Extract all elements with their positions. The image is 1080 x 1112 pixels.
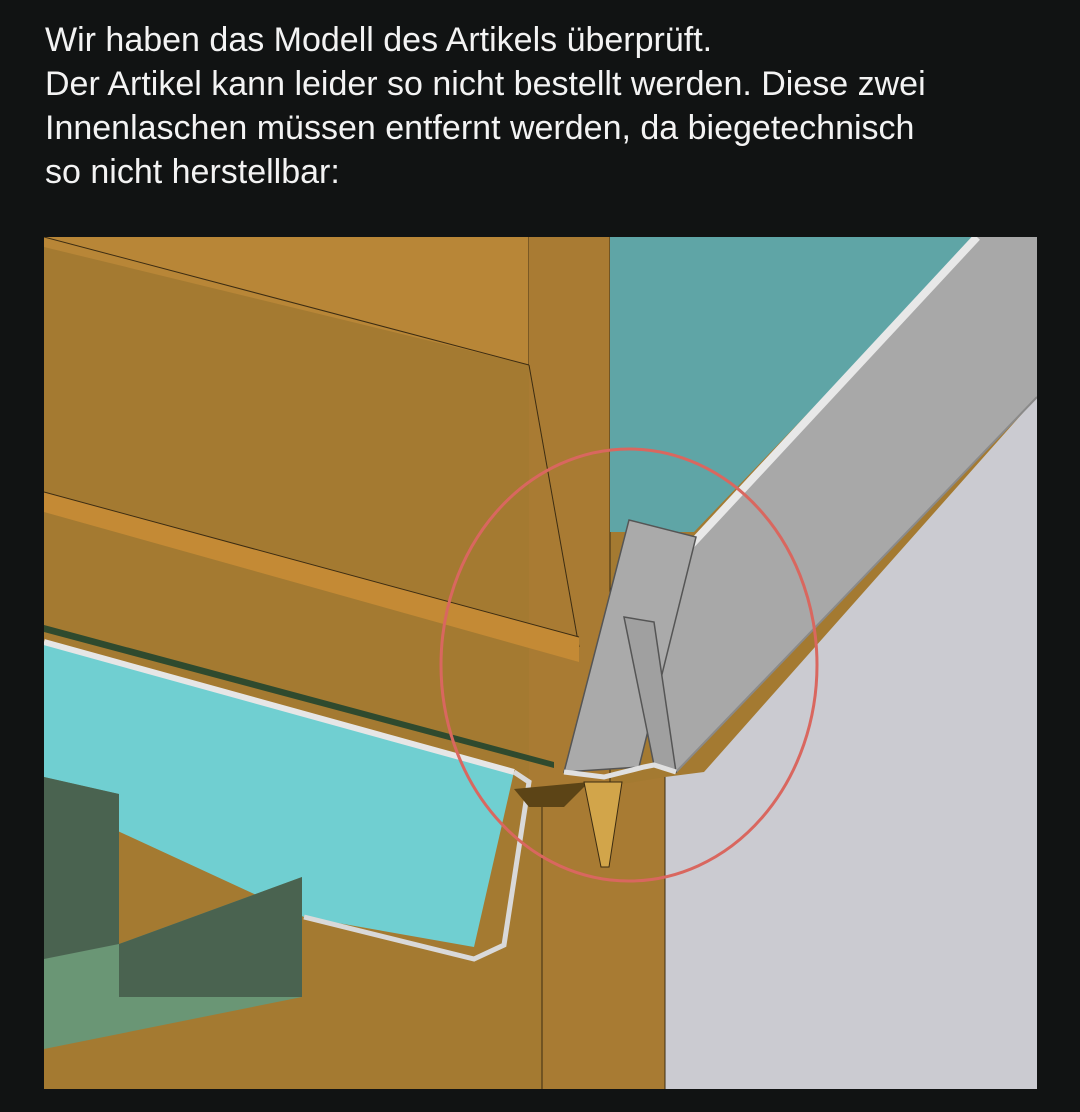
cad-model-image[interactable] [44,237,1037,1089]
tab-fold [563,762,677,780]
edge-line [44,491,580,638]
message-line: Innenlaschen müssen entfernt werden, da … [45,109,915,147]
cad-render [44,237,1037,1089]
cyan-sheet [44,642,514,947]
green-block-shade [119,877,302,997]
message-line: Der Artikel kann leider so nicht bestell… [45,65,926,103]
edge-line [528,364,580,648]
teal-panel [610,237,977,532]
message-text: Wir haben das Modell des Artikels überpr… [45,18,1045,194]
sheet-fold [44,639,515,775]
sheet-metal-arm [624,237,1037,772]
green-block-shade [44,777,119,959]
edge-line [44,237,530,366]
serrated-edge [44,625,554,768]
sheet-fold [303,769,532,962]
message-line: so nicht herstellbar: [45,153,340,191]
triangle-tab [583,781,623,868]
sheet-metal-edge [675,396,1037,773]
wood-lower-block [542,777,665,1089]
message-line: Wir haben das Modell des Artikels überpr… [45,21,713,59]
highlight-circle [439,447,819,883]
wood-shadow [514,782,589,807]
grey-plane [665,397,1037,1089]
